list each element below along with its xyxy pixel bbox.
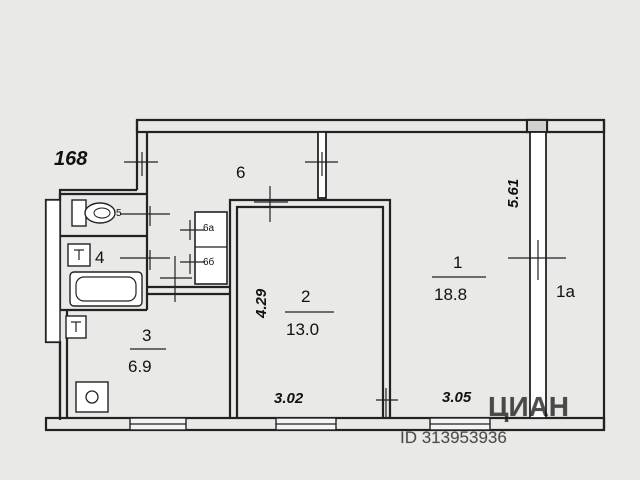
room-3-number: 3 — [142, 326, 151, 345]
windows — [129, 417, 491, 431]
watermark-brand: ЦИАН — [488, 391, 569, 422]
interior-walls — [58, 131, 547, 419]
balcony-storage — [45, 199, 61, 343]
sink-icon — [67, 243, 91, 267]
dim-room2-width: 3.02 — [274, 390, 304, 407]
dim-room2-length: 4.29 — [253, 288, 270, 319]
kitchen-sink-icon — [65, 315, 87, 339]
room-2-number: 2 — [301, 287, 310, 306]
dim-room1-width: 3.05 — [442, 389, 472, 406]
plan-number: 168 — [54, 148, 88, 170]
room-3-area: 6.9 — [128, 357, 152, 376]
room-1-number: 1 — [453, 253, 462, 272]
room-2-area: 13.0 — [286, 320, 319, 339]
room-1-area: 18.8 — [434, 285, 467, 304]
room-4-number: 4 — [95, 248, 104, 267]
toilet-icon — [71, 199, 116, 227]
room-6a-number: 6a — [203, 223, 215, 234]
room-6-number: 6 — [236, 163, 245, 182]
dim-room1-length: 5.61 — [505, 179, 522, 208]
door-markers — [120, 152, 566, 418]
stove-icon — [75, 381, 109, 413]
room-1a-number: 1a — [556, 282, 575, 301]
room-6b-number: 6б — [203, 256, 215, 268]
room-5-number: 5 — [116, 208, 122, 219]
bathtub-icon — [69, 271, 143, 307]
watermark-listing-id: ID 313953936 — [400, 428, 507, 447]
